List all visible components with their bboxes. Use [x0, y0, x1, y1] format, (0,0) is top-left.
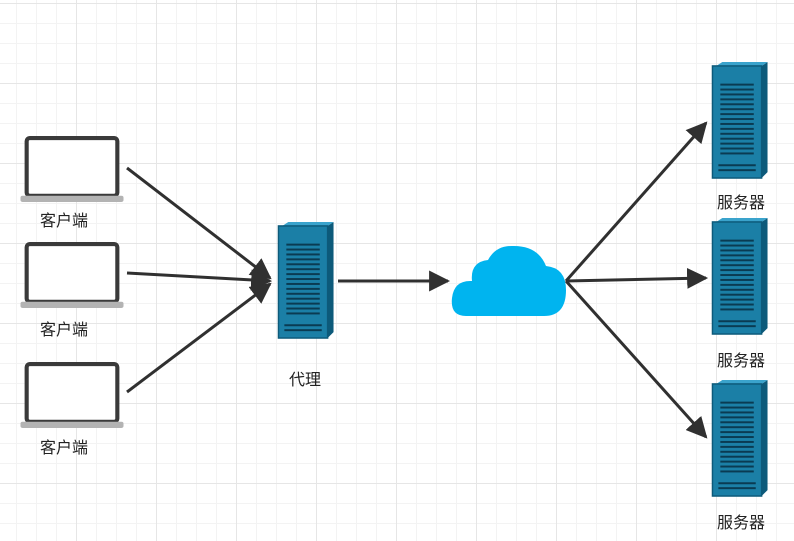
server-1-icon[interactable]: [711, 62, 769, 179]
client-2-label: 客户端: [39, 320, 89, 339]
connector-cloud-to-server-3: [564, 279, 708, 439]
client-3-laptop-icon[interactable]: [20, 364, 123, 428]
connector-client-3-to-proxy: [126, 282, 272, 394]
internet-cloud-icon[interactable]: [451, 245, 566, 316]
connector-cloud-to-server-1: [564, 121, 708, 282]
client-3-label: 客户端: [39, 438, 89, 457]
client-2-laptop-icon[interactable]: [20, 244, 123, 308]
connector-client-1-to-proxy: [126, 166, 272, 280]
server-3-label: 服务器: [716, 513, 766, 532]
client-1-label: 客户端: [39, 211, 89, 230]
server-1-label: 服务器: [716, 193, 766, 212]
connector-client-2-to-proxy: [126, 269, 273, 291]
connector-cloud-to-server-2: [565, 267, 709, 289]
connectors: [126, 121, 709, 439]
client-1-laptop-icon[interactable]: [20, 138, 123, 202]
server-3-icon[interactable]: [711, 380, 769, 497]
server-2-icon[interactable]: [711, 218, 769, 335]
proxy-server-icon[interactable]: [277, 222, 335, 339]
proxy-label: 代理: [288, 370, 322, 389]
server-2-label: 服务器: [716, 351, 766, 370]
